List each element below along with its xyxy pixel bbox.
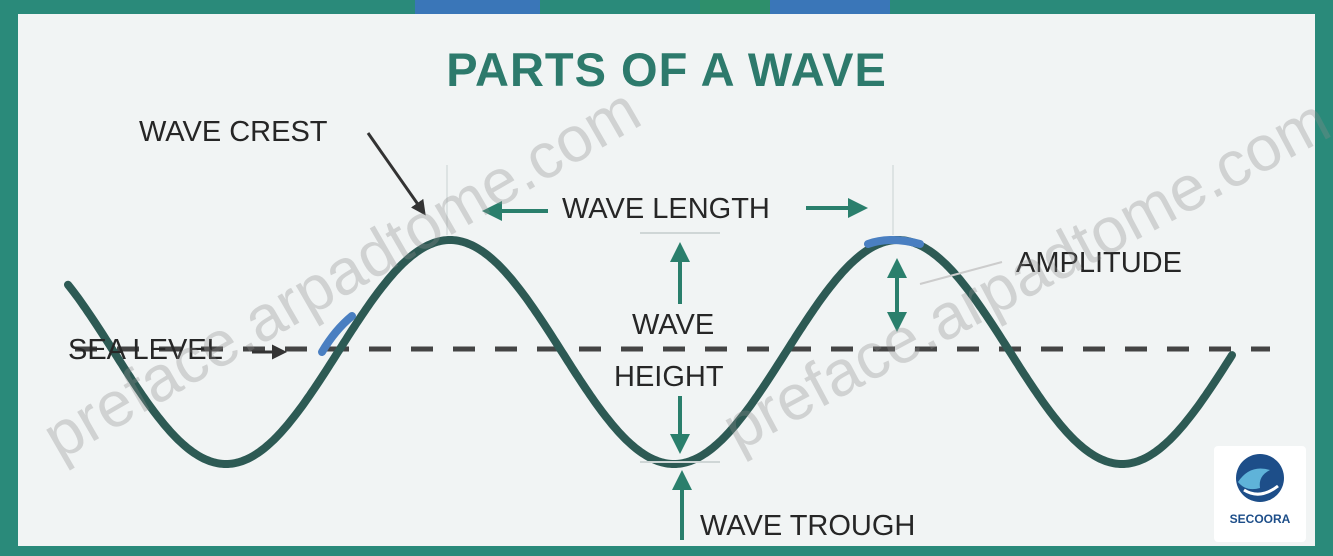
frame-accent xyxy=(415,0,540,14)
wave-crest-label: WAVE CREST xyxy=(139,116,328,148)
wave-highlight xyxy=(318,312,356,356)
logo-text: SECOORA xyxy=(1229,512,1291,526)
wave-height-label-line1: WAVE xyxy=(632,309,715,341)
secoora-logo xyxy=(1214,446,1306,542)
amplitude-leader xyxy=(919,261,1003,285)
wave-curve xyxy=(64,236,1236,468)
amplitude-label: AMPLITUDE xyxy=(1016,247,1182,279)
wave-height-label-line2: HEIGHT xyxy=(614,361,724,393)
wave-highlight xyxy=(864,236,924,248)
wave-length-label: WAVE LENGTH xyxy=(562,193,770,225)
frame-accent xyxy=(700,0,770,14)
sea-level-label: SEA LEVEL xyxy=(68,334,223,366)
wave-trough-label: WAVE TROUGH xyxy=(700,510,916,542)
diagram-title: PARTS OF A WAVE xyxy=(446,43,887,96)
frame-accent xyxy=(770,0,890,14)
wave-crest-arrow xyxy=(366,132,426,216)
